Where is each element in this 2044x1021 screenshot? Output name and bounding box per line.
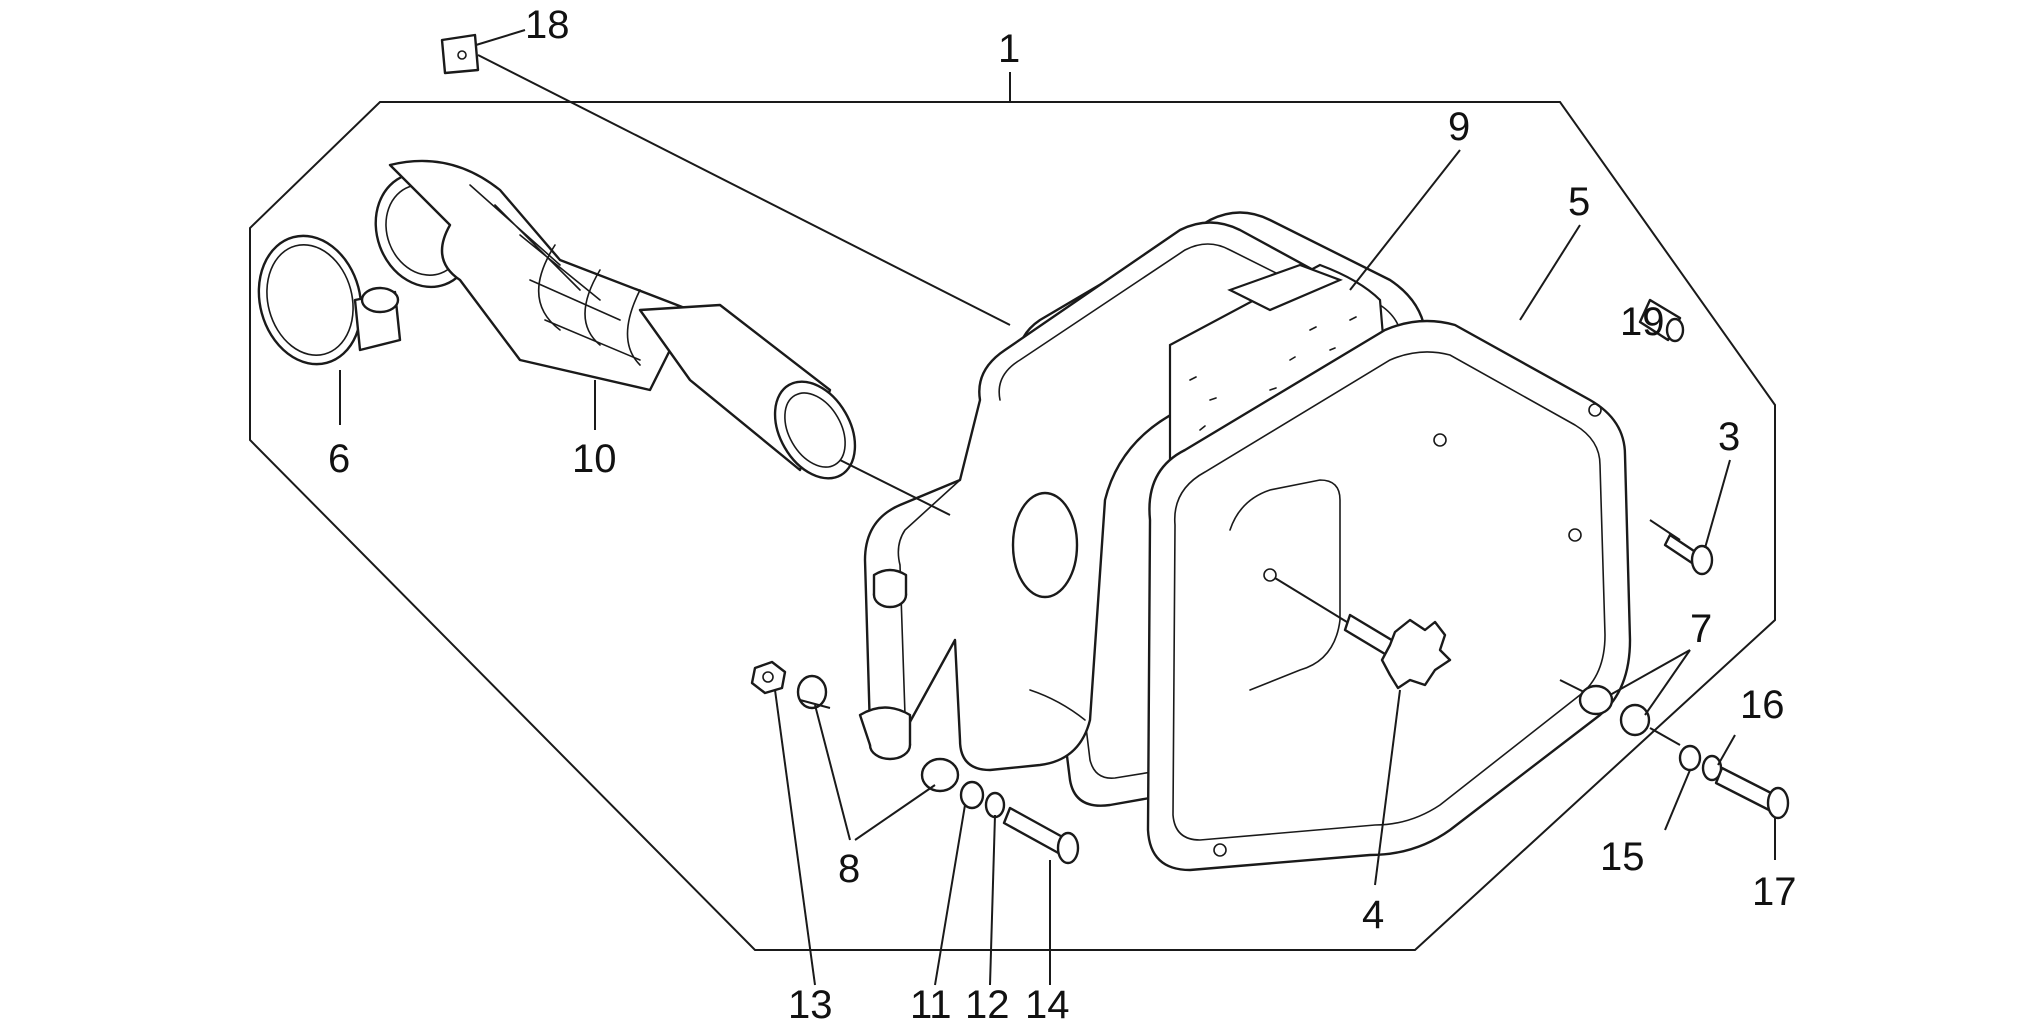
callout-18: 18 [525,3,570,47]
callout-labels: 1 3 4 5 6 7 8 9 10 11 12 13 14 15 16 17 … [328,3,1797,1021]
callout-10: 10 [572,437,617,481]
callout-4: 4 [1362,893,1384,937]
plug-part-19 [1638,298,1685,343]
callout-6: 6 [328,437,350,481]
callout-3: 3 [1718,415,1740,459]
knob-screw-part [1274,577,1452,690]
clip-part-18 [440,33,1011,326]
screw-part-3 [1649,519,1714,576]
assembly-boundary [249,101,1776,951]
callout-16: 16 [1740,683,1785,727]
callout-13: 13 [788,983,833,1021]
callout-1: 1 [998,27,1020,71]
callout-17: 17 [1752,870,1797,914]
left-hardware-group [750,660,1080,865]
hose-clamp-part [257,234,402,366]
filter-lid-part [1146,319,1632,872]
leader-lines [339,29,1776,986]
callout-15: 15 [1600,835,1645,879]
right-hardware-group [1559,679,1790,820]
callout-12: 12 [965,983,1010,1021]
callout-11: 11 [910,983,952,1021]
intake-duct-part [374,159,951,516]
callout-5: 5 [1568,180,1590,224]
callout-9: 9 [1448,105,1470,149]
callout-7: 7 [1690,607,1712,651]
callout-8: 8 [838,847,860,891]
callout-19: 19 [1620,300,1665,344]
callout-14: 14 [1025,983,1070,1021]
